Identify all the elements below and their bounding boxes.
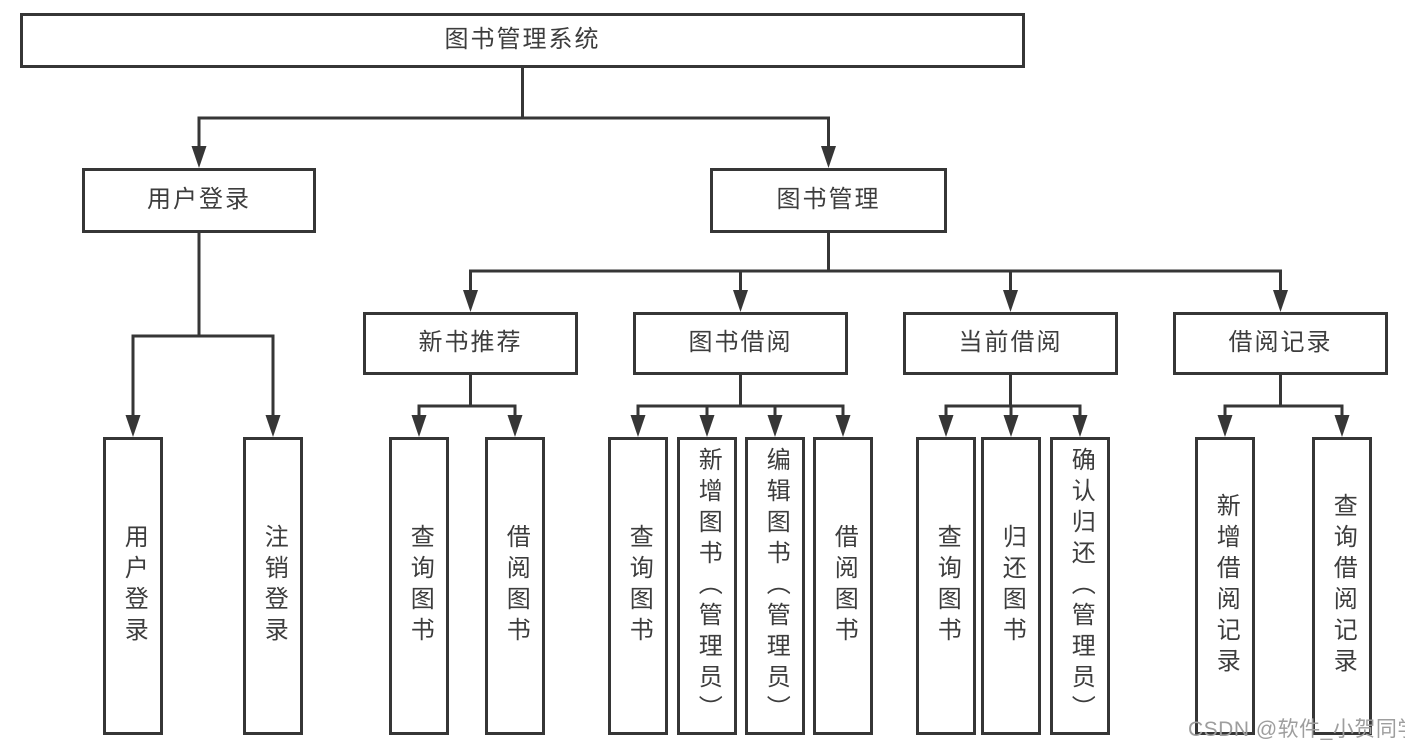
arrowhead-icon — [1072, 415, 1088, 437]
node-user-login-label: 用户登录 — [147, 186, 251, 214]
node-leaf-query-book-cb: 查询图书 — [916, 437, 976, 735]
node-leaf-query-book-bb: 查询图书 — [608, 437, 668, 735]
node-leaf-borrow-book-nb-label: 借阅图书 — [502, 524, 530, 648]
node-leaf-add-record-label: 新增借阅记录 — [1212, 493, 1240, 679]
node-leaf-query-book-nb: 查询图书 — [389, 437, 449, 735]
arrowhead-icon — [767, 415, 783, 437]
node-current-borrow-label: 当前借阅 — [958, 329, 1063, 357]
node-new-book-rec: 新书推荐 — [363, 312, 578, 375]
node-leaf-add-record: 新增借阅记录 — [1195, 437, 1255, 735]
arrowhead-icon — [191, 146, 207, 168]
connector-user-login — [125, 233, 281, 437]
node-leaf-borrow-book-bb: 借阅图书 — [813, 437, 873, 735]
node-leaf-logout-label: 注销登录 — [260, 524, 288, 648]
node-leaf-query-book-cb-label: 查询图书 — [933, 524, 961, 648]
node-leaf-confirm-return: 确认归还（管理员） — [1050, 437, 1110, 735]
arrowhead-icon — [821, 146, 836, 168]
connector-root — [191, 68, 836, 168]
arrowhead-icon — [265, 415, 281, 437]
node-leaf-return-book: 归还图书 — [981, 437, 1041, 735]
arrowhead-icon — [1273, 290, 1288, 312]
node-leaf-query-record-label: 查询借阅记录 — [1329, 493, 1357, 679]
node-user-login: 用户登录 — [82, 168, 316, 233]
node-borrow-records-label: 借阅记录 — [1228, 329, 1333, 357]
node-leaf-add-book: 新增图书（管理员） — [677, 437, 737, 735]
arrowhead-icon — [1334, 415, 1350, 437]
arrowhead-icon — [630, 415, 646, 437]
connector-book-borrow — [630, 375, 851, 437]
node-leaf-borrow-book-bb-label: 借阅图书 — [830, 524, 858, 648]
node-leaf-add-book-label: 新增图书（管理员） — [694, 446, 722, 726]
node-leaf-return-book-label: 归还图书 — [998, 524, 1026, 648]
arrowhead-icon — [411, 415, 427, 437]
arrowhead-icon — [938, 415, 954, 437]
arrowhead-icon — [1003, 415, 1019, 437]
node-leaf-edit-book: 编辑图书（管理员） — [745, 437, 805, 735]
node-new-book-rec-label: 新书推荐 — [418, 329, 523, 357]
node-book-borrow-label: 图书借阅 — [688, 329, 793, 357]
connector-book-mgmt — [463, 233, 1288, 312]
arrowhead-icon — [507, 415, 523, 437]
arrowhead-icon — [125, 415, 141, 437]
arrowhead-icon — [733, 290, 748, 312]
node-leaf-edit-book-label: 编辑图书（管理员） — [762, 446, 790, 726]
node-root-label: 图书管理系统 — [444, 26, 601, 54]
arrowhead-icon — [699, 415, 715, 437]
arrowhead-icon — [463, 290, 478, 312]
arrowhead-icon — [835, 415, 851, 437]
node-leaf-query-book-nb-label: 查询图书 — [406, 524, 434, 648]
node-leaf-query-book-bb-label: 查询图书 — [625, 524, 653, 648]
arrowhead-icon — [1217, 415, 1233, 437]
node-leaf-logout: 注销登录 — [243, 437, 303, 735]
node-leaf-borrow-book-nb: 借阅图书 — [485, 437, 545, 735]
connector-new-book-rec — [411, 375, 523, 437]
node-root: 图书管理系统 — [20, 13, 1025, 68]
node-book-mgmt-label: 图书管理 — [776, 186, 881, 214]
node-leaf-user-login-label: 用户登录 — [120, 524, 148, 648]
node-leaf-query-record: 查询借阅记录 — [1312, 437, 1372, 735]
connector-current-borrow — [938, 375, 1088, 437]
node-book-mgmt: 图书管理 — [710, 168, 947, 233]
arrowhead-icon — [1003, 290, 1018, 312]
node-leaf-user-login: 用户登录 — [103, 437, 163, 735]
node-book-borrow: 图书借阅 — [633, 312, 848, 375]
node-borrow-records: 借阅记录 — [1173, 312, 1388, 375]
node-current-borrow: 当前借阅 — [903, 312, 1118, 375]
watermark: CSDN @软件_小贺同学 — [1188, 718, 1405, 741]
node-leaf-confirm-return-label: 确认归还（管理员） — [1067, 446, 1095, 726]
connector-borrow-records — [1217, 375, 1350, 437]
